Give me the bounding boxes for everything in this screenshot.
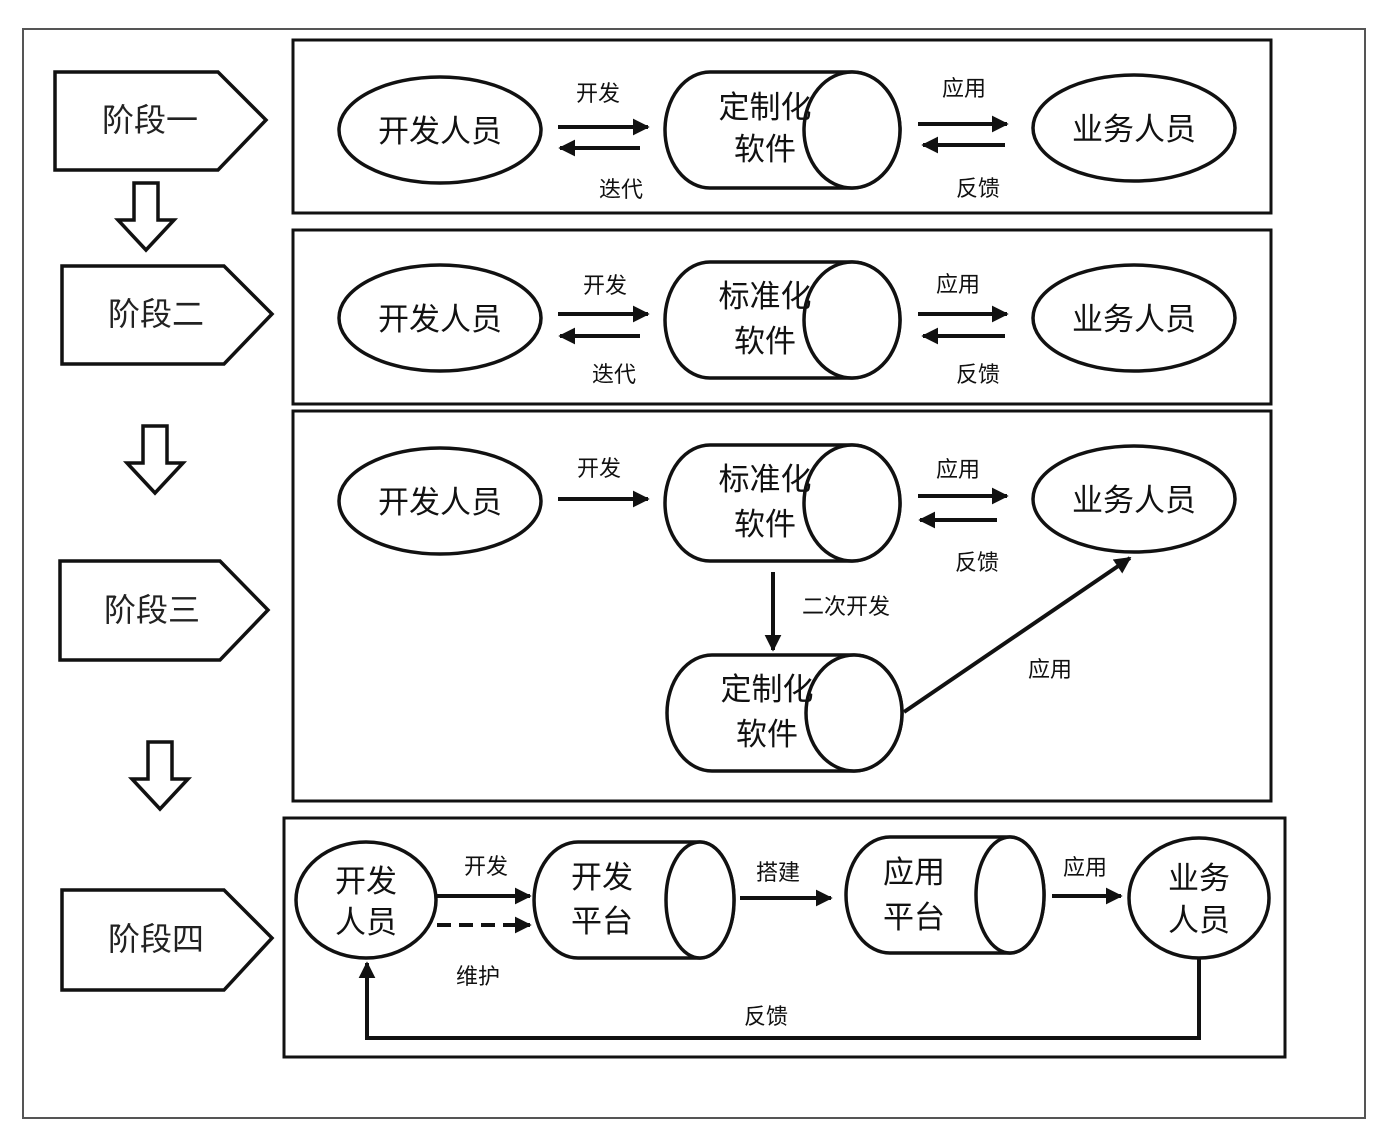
stage-1-label-shape: 阶段一 — [53, 70, 269, 172]
software-label-line1: 标准化 — [719, 462, 812, 498]
user-label: 业务人员 — [1072, 302, 1196, 338]
developer-node — [337, 263, 543, 373]
stage-4-label-shape: 阶段四 — [60, 888, 275, 992]
software-cylinder: 标准化 软件 — [663, 260, 902, 380]
develop-label: 开发 — [583, 274, 627, 299]
feedback-label: 反馈 — [956, 363, 1000, 388]
custom-software-label-line2: 软件 — [736, 717, 798, 753]
software-label-line2: 软件 — [734, 132, 796, 168]
app-platform-cylinder: 应用 平台 — [844, 835, 1046, 955]
stage-2-label: 阶段二 — [108, 295, 204, 333]
app-platform-label-line1: 应用 — [883, 855, 945, 891]
user-node — [1031, 73, 1237, 183]
software-label-line1: 标准化 — [719, 279, 812, 315]
dev-platform-label-line2: 平台 — [571, 904, 633, 940]
feedback-label: 反馈 — [955, 551, 999, 576]
feedback-label: 反馈 — [956, 177, 1000, 202]
develop-label: 开发 — [577, 457, 621, 482]
diagonal-apply-label: 应用 — [1028, 658, 1072, 683]
down-arrow-icon — [127, 740, 193, 812]
developer-node — [337, 75, 543, 185]
developer-label: 开发人员 — [378, 485, 502, 521]
user-label-line2: 人员 — [1168, 903, 1230, 939]
apply-label: 应用 — [1063, 856, 1107, 881]
iterate-label: 迭代 — [599, 178, 643, 203]
maintain-label: 维护 — [456, 965, 500, 990]
developer-label-line2: 人员 — [335, 905, 397, 941]
software-label-line2: 软件 — [734, 507, 796, 543]
feedback-label: 反馈 — [744, 1005, 788, 1030]
user-node — [1127, 836, 1271, 960]
developer-node — [337, 446, 543, 556]
app-platform-label-line2: 平台 — [883, 900, 945, 936]
stage-1-panel: 开发人员 定制化 软件 业务人员 开发 迭代 应用 反馈 — [291, 38, 1273, 215]
user-node — [1031, 263, 1237, 373]
diagonal-apply-arrow — [902, 556, 1132, 714]
standard-software-cylinder: 标准化 软件 — [663, 443, 902, 563]
software-cylinder: 定制化 软件 — [663, 70, 902, 190]
user-label: 业务人员 — [1072, 112, 1196, 148]
build-label: 搭建 — [756, 861, 800, 886]
dev-platform-cylinder: 开发 平台 — [532, 840, 736, 960]
stage-2-panel: 开发人员 标准化 软件 业务人员 开发 迭代 应用 反馈 — [291, 228, 1273, 406]
develop-label: 开发 — [464, 855, 508, 880]
iterate-label: 迭代 — [592, 363, 636, 388]
stage-4-panel: 开发 人员 开发 平台 应用 平台 业务 人员 开发 维护 搭建 应用 反馈 — [282, 816, 1287, 1059]
down-arrow-icon — [113, 181, 179, 253]
custom-software-label-line1: 定制化 — [721, 672, 814, 708]
down-arrow-icon — [122, 424, 188, 496]
developer-node — [294, 840, 438, 960]
dev-platform-label-line1: 开发 — [571, 860, 633, 896]
stage-1-label: 阶段一 — [102, 101, 198, 139]
stage-2-label-shape: 阶段二 — [60, 264, 275, 366]
apply-label: 应用 — [936, 458, 980, 483]
apply-label: 应用 — [936, 273, 980, 298]
secondary-dev-label: 二次开发 — [802, 595, 890, 620]
software-label-line1: 定制化 — [719, 90, 812, 126]
apply-label: 应用 — [942, 77, 986, 102]
user-label-line1: 业务 — [1168, 861, 1230, 897]
stage-3-panel: 开发人员 标准化 软件 业务人员 开发 应用 反馈 二次开发 定制化 软件 应用 — [291, 409, 1273, 803]
feedback-loop-arrow — [358, 958, 1201, 1040]
developer-label: 开发人员 — [378, 114, 502, 150]
develop-label: 开发 — [576, 82, 620, 107]
custom-software-cylinder: 定制化 软件 — [665, 653, 904, 773]
developer-label-line1: 开发 — [335, 864, 397, 900]
outer-frame — [22, 28, 1366, 1119]
stage-3-label: 阶段三 — [104, 591, 200, 629]
user-node — [1031, 444, 1237, 554]
software-label-line2: 软件 — [734, 324, 796, 360]
developer-label: 开发人员 — [378, 302, 502, 338]
user-label: 业务人员 — [1072, 483, 1196, 519]
stage-3-label-shape: 阶段三 — [58, 559, 271, 662]
stage-4-label: 阶段四 — [108, 920, 204, 958]
